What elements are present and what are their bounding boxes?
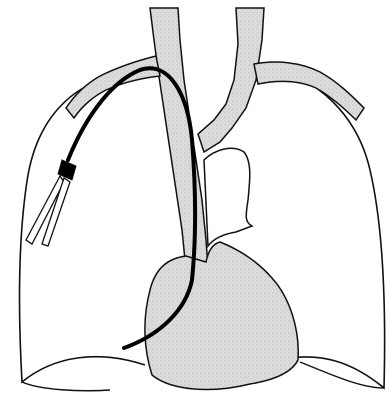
left-great-vessel <box>198 8 264 152</box>
heart-silhouette <box>145 242 298 390</box>
aortic-knob <box>204 148 252 246</box>
left-subclavian-vessel <box>254 62 364 120</box>
